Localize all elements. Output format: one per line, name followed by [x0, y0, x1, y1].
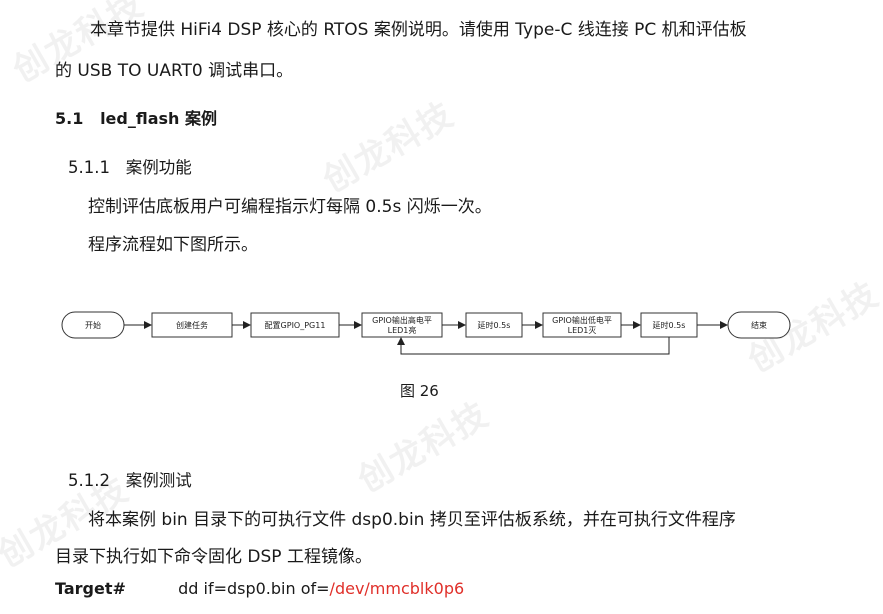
- flow-delay-2-label: 延时0.5s: [653, 320, 686, 330]
- flow-gpio-low-label-2: LED1灭: [568, 326, 597, 335]
- flow-node-delay-1: [465, 312, 523, 338]
- watermark: 创龙科技: [316, 94, 462, 201]
- flowchart: 开始 创建任务 配置GPIO_PG11 GPIO输出高电平 LED1亮 延时0.…: [61, 311, 791, 355]
- section-heading: 5.1 led_flash 案例: [55, 105, 217, 129]
- command-device-path: /dev/mmcblk0p6: [329, 579, 465, 598]
- flow-create-task-label: 创建任务: [176, 320, 208, 330]
- flow-gpio-high-label-1: GPIO输出高电平: [372, 315, 432, 325]
- subsection-heading-test: 5.1.2 案例测试: [68, 467, 192, 491]
- flow-config-gpio-label: 配置GPIO_PG11: [265, 321, 326, 330]
- flow-node-gpio-high: [361, 312, 443, 338]
- section-number: 5.1: [55, 109, 84, 128]
- figure-caption: 图 26: [400, 382, 439, 400]
- subsection-title: 案例测试: [125, 471, 192, 490]
- command-text: dd if=dsp0.bin of=: [178, 579, 330, 598]
- section-title: led_flash 案例: [100, 109, 217, 128]
- flow-loop-arrow: [397, 337, 670, 355]
- subsection-heading-function: 5.1.1 案例功能: [68, 154, 192, 178]
- flow-end-node: [727, 311, 791, 339]
- subsection-title: 案例功能: [125, 158, 192, 177]
- command-prompt-label: Target#: [55, 579, 126, 598]
- function-paragraph: 控制评估底板用户可编程指示灯每隔 0.5s 闪烁一次。: [88, 197, 492, 217]
- flow-node-config-gpio: [250, 312, 340, 338]
- command-line: Target# dd if=dsp0.bin of=/dev/mmcblk0p6: [55, 579, 464, 598]
- flow-gpio-high-label-2: LED1亮: [388, 325, 417, 335]
- test-paragraph-line-1: 将本案例 bin 目录下的可执行文件 dsp0.bin 拷贝至评估板系统，并在可…: [88, 510, 736, 530]
- intro-line-2: 的 USB TO UART0 调试串口。: [55, 61, 294, 81]
- flow-node-create-task: [151, 312, 233, 338]
- flow-start-label: 开始: [85, 320, 101, 330]
- subsection-number: 5.1.1: [68, 158, 110, 177]
- intro-line-1: 本章节提供 HiFi4 DSP 核心的 RTOS 案例说明。请使用 Type-C…: [90, 20, 747, 40]
- test-paragraph-line-2: 目录下执行如下命令固化 DSP 工程镜像。: [55, 547, 372, 567]
- flow-node-gpio-low: [542, 312, 622, 338]
- subsection-number: 5.1.2: [68, 471, 110, 490]
- flow-delay-1-label: 延时0.5s: [478, 320, 511, 330]
- flow-end-label: 结束: [751, 320, 767, 330]
- watermark: 创龙科技: [351, 394, 497, 501]
- flow-gpio-low-label-1: GPIO输出低电平: [552, 315, 612, 325]
- flow-intro-paragraph: 程序流程如下图所示。: [88, 235, 258, 255]
